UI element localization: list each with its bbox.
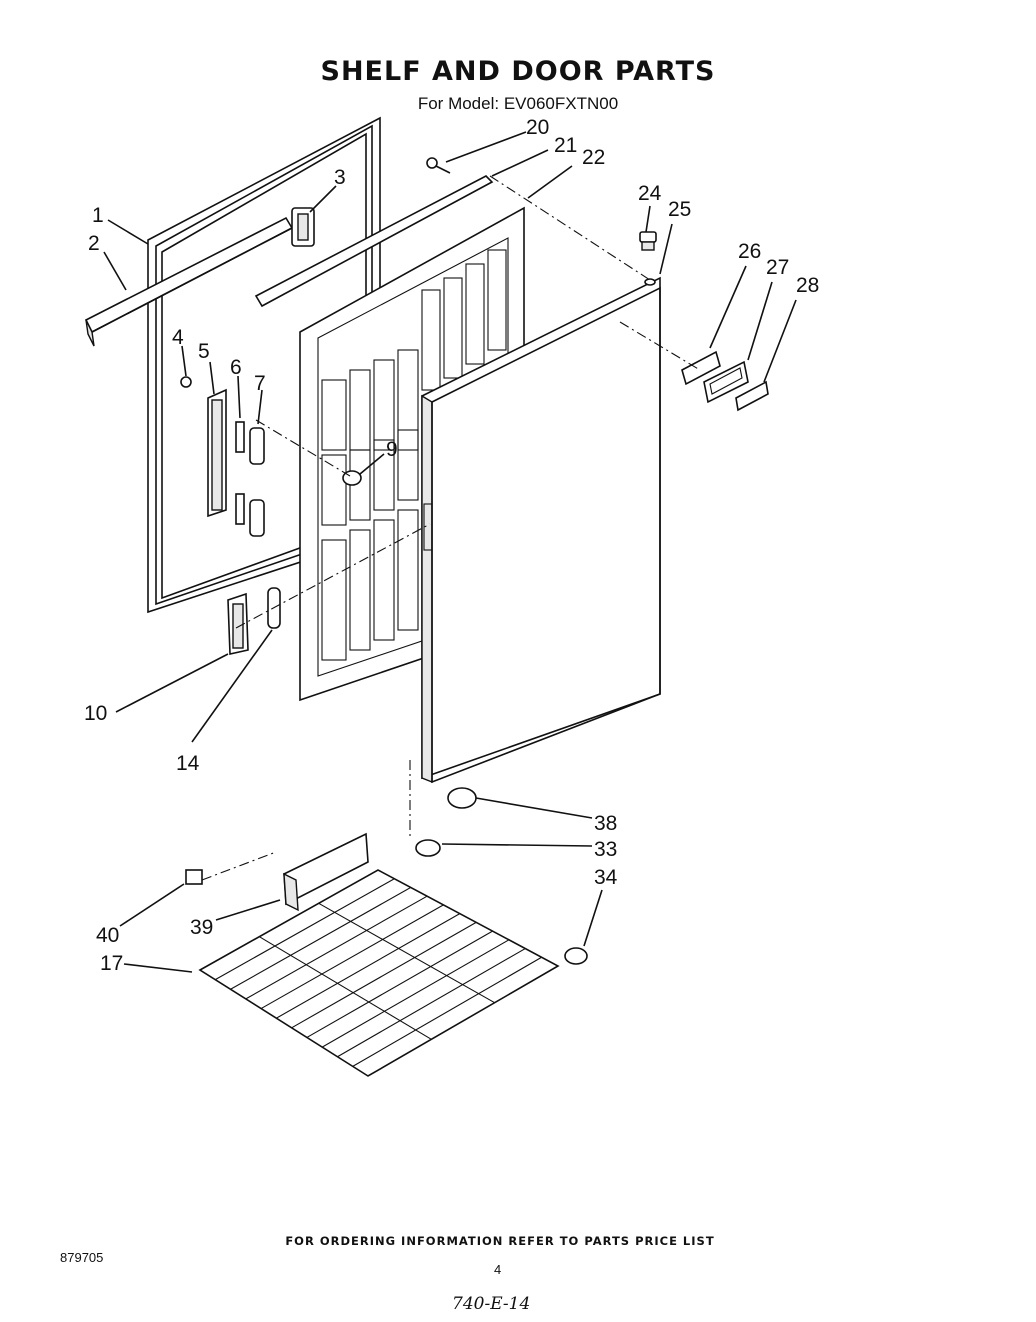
top-screw bbox=[426, 157, 451, 174]
assembly-lines bbox=[201, 175, 701, 881]
model-label: For Model: EV060FXTN00 bbox=[417, 94, 619, 113]
shelf-wire bbox=[352, 956, 542, 1067]
callout-6: 6 bbox=[230, 356, 242, 379]
callout-38: 38 bbox=[594, 812, 617, 835]
nameplate-parts bbox=[681, 350, 769, 412]
callout-40: 40 bbox=[96, 924, 119, 947]
door-handle bbox=[227, 587, 281, 655]
ordering-info-note: FOR ORDERING INFORMATION REFER TO PARTS … bbox=[285, 1234, 715, 1248]
hinge-bracket bbox=[291, 207, 315, 247]
top-trim-strip bbox=[254, 175, 494, 308]
callout-27: 27 bbox=[766, 256, 789, 279]
callout-4: 4 bbox=[172, 326, 184, 349]
callout-25: 25 bbox=[668, 198, 691, 221]
callout-22: 22 bbox=[582, 146, 605, 169]
callout-24: 24 bbox=[638, 182, 662, 205]
shelf-wire bbox=[306, 930, 493, 1038]
door-foot bbox=[447, 787, 477, 809]
shelf-wire bbox=[215, 878, 395, 981]
callout-10: 10 bbox=[84, 702, 107, 725]
shelf-wire bbox=[276, 913, 461, 1019]
shelf-clip bbox=[185, 869, 203, 885]
document-number: 879705 bbox=[60, 1250, 104, 1265]
shelf-crossbar bbox=[259, 936, 432, 1040]
diagram-title: SHELF AND DOOR PARTS bbox=[320, 56, 716, 87]
shelf-wire bbox=[291, 921, 477, 1029]
shelf-support bbox=[283, 832, 369, 912]
callout-21: 21 bbox=[554, 134, 577, 157]
shelf-wire bbox=[321, 939, 510, 1048]
top-plug bbox=[639, 231, 657, 251]
door-rail bbox=[84, 216, 294, 347]
callout-labels: 1 2 3 4 5 6 7 9 10 14 17 20 21 22 24 25 … bbox=[84, 116, 819, 975]
callout-3: 3 bbox=[334, 166, 346, 189]
callout-5: 5 bbox=[198, 340, 210, 363]
leader-lines bbox=[103, 131, 797, 973]
callout-33: 33 bbox=[594, 838, 617, 861]
callout-26: 26 bbox=[738, 240, 761, 263]
shelf-wire bbox=[260, 904, 444, 1010]
callout-17: 17 bbox=[100, 952, 123, 975]
shelf-wire bbox=[337, 948, 526, 1058]
callout-2: 2 bbox=[88, 232, 100, 255]
callout-39: 39 bbox=[190, 916, 213, 939]
callout-7: 7 bbox=[254, 372, 266, 395]
callout-34: 34 bbox=[594, 866, 618, 889]
callout-28: 28 bbox=[796, 274, 819, 297]
handwritten-note: 740-E-14 bbox=[452, 1294, 531, 1314]
shelf-crossbar bbox=[318, 902, 495, 1004]
callout-20: 20 bbox=[526, 116, 549, 139]
shelf-wire bbox=[245, 895, 428, 1000]
shelf-stops bbox=[415, 839, 588, 965]
page-number: 4 bbox=[494, 1262, 502, 1277]
wire-shelf bbox=[198, 869, 560, 1077]
outer-door-panel bbox=[421, 276, 661, 784]
door-hardware bbox=[180, 376, 362, 537]
callout-9: 9 bbox=[386, 438, 398, 461]
shelf-wire bbox=[230, 886, 411, 990]
callout-14: 14 bbox=[176, 752, 200, 775]
callout-1: 1 bbox=[92, 204, 104, 227]
